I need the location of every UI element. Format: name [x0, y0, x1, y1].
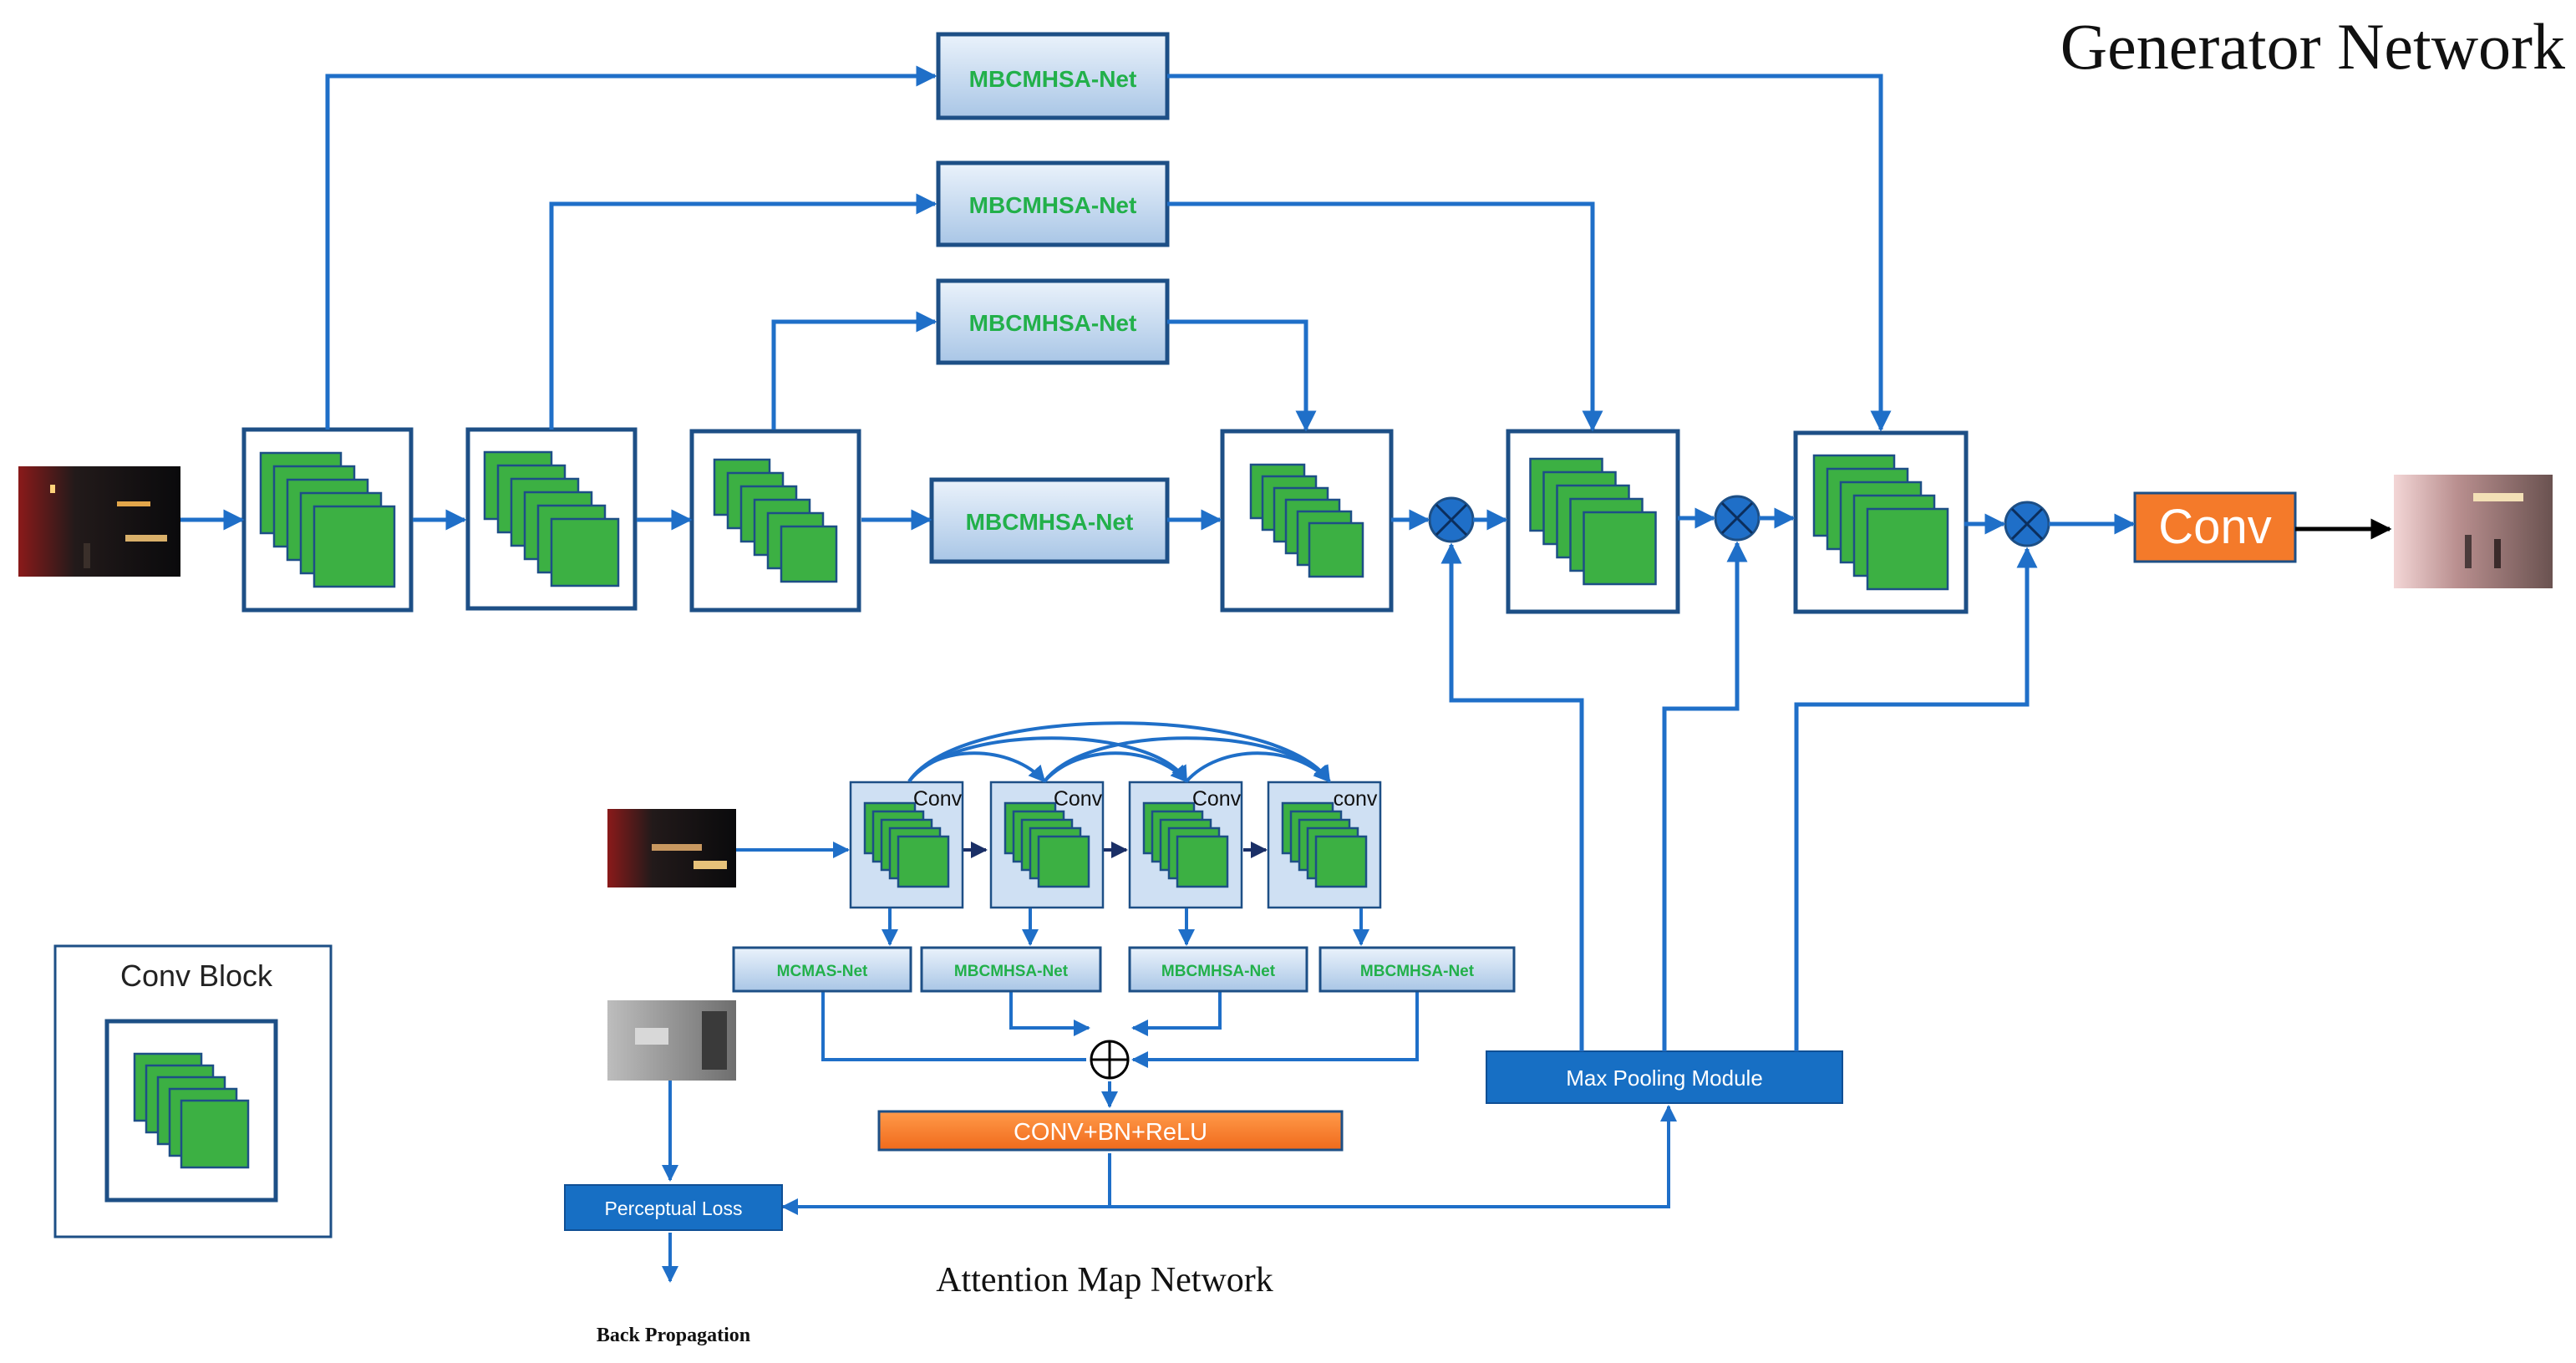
attention-conv-block-3: Conv — [1128, 781, 1243, 909]
fusion-block: CONV+BN+ReLU — [877, 1110, 1344, 1152]
conv-block-4 — [1220, 429, 1394, 613]
attention-skip-arcs — [907, 721, 1331, 783]
mbc-module-third-label: MBCMHSA-Net — [969, 310, 1137, 336]
attention-conv-label: Conv — [1192, 787, 1242, 811]
attention-conv-label: Conv — [1054, 787, 1103, 811]
legend-box: Conv Block — [53, 944, 333, 1238]
attention-sub-module-label: MBCMHSA-Net — [1161, 963, 1276, 980]
perceptual-loss: Perceptual Loss — [564, 1184, 783, 1231]
feature-map-square — [1176, 835, 1229, 888]
max-pooling-module: Max Pooling Module — [1486, 1050, 1843, 1104]
input-image — [18, 466, 180, 577]
feature-map-square — [1583, 511, 1657, 586]
feature-map-square — [897, 835, 950, 888]
output-conv: Conv — [2133, 491, 2297, 563]
feature-map-square — [180, 1099, 250, 1169]
feature-map-square — [312, 505, 396, 588]
conv-block-5 — [1506, 429, 1680, 614]
diagram-title: Generator Network — [2060, 10, 2565, 83]
feature-map-square — [1037, 835, 1090, 888]
feature-map-square — [780, 525, 838, 583]
attention-conv-label: conv — [1334, 787, 1378, 811]
attention-conv-block-4: conv — [1267, 781, 1382, 909]
main-flow-arrows — [180, 65, 2136, 1051]
mbc-module-third: MBCMHSA-Net — [936, 278, 1170, 365]
mbc-module-top-label: MBCMHSA-Net — [969, 66, 1137, 92]
multiply-node-2 — [1714, 495, 1761, 542]
back-propagation-label: Back Propagation — [597, 1325, 750, 1346]
conv-block-2 — [465, 427, 638, 611]
mbc-module-top: MBCMHSA-Net — [936, 32, 1170, 120]
mbc-module-second: MBCMHSA-Net — [936, 160, 1170, 247]
attention-conv-label: Conv — [913, 787, 963, 811]
attention-conv-block-2: Conv — [989, 781, 1105, 909]
multiply-node-1 — [1428, 496, 1475, 543]
output-image — [2394, 475, 2553, 588]
feature-map-square — [1866, 507, 1949, 591]
attention-sub-module-label: MBCMHSA-Net — [954, 963, 1069, 980]
multiply-node-3 — [2004, 501, 2050, 547]
conv-block-3 — [689, 429, 861, 613]
feature-map-square — [550, 517, 620, 587]
mbc-module-main: MBCMHSA-Net — [929, 477, 1170, 564]
attention-conv-block-1: Conv — [849, 781, 964, 909]
attention-flow-arrows — [662, 842, 1677, 1283]
output-conv-label: Conv — [2158, 500, 2271, 554]
max-pooling-label: Max Pooling Module — [1566, 1065, 1763, 1091]
feature-map-square — [1314, 835, 1368, 888]
attention-sub-module-label: MCMAS-Net — [777, 963, 868, 980]
attention-input-image — [607, 809, 736, 887]
attention-map-image — [607, 1000, 736, 1081]
feature-map-square — [1308, 521, 1364, 578]
mbc-module-second-label: MBCMHSA-Net — [969, 192, 1137, 218]
attention-sub-module-label: MBCMHSA-Net — [1360, 963, 1475, 980]
attention-sub-modules: MCMAS-Net MBCMHSA-Net MBCMHSA-Net MBCMHS… — [732, 946, 1516, 993]
legend-title: Conv Block — [120, 959, 273, 993]
fusion-label: CONV+BN+ReLU — [1014, 1119, 1207, 1146]
attention-network-title: Attention Map Network — [936, 1261, 1273, 1299]
perceptual-loss-label: Perceptual Loss — [605, 1198, 743, 1219]
sum-node — [1090, 1040, 1130, 1080]
mbc-module-main-label: MBCMHSA-Net — [966, 509, 1134, 535]
conv-block-6 — [1793, 430, 1969, 614]
legend-conv-block — [104, 1019, 278, 1203]
conv-block-1 — [241, 427, 414, 613]
